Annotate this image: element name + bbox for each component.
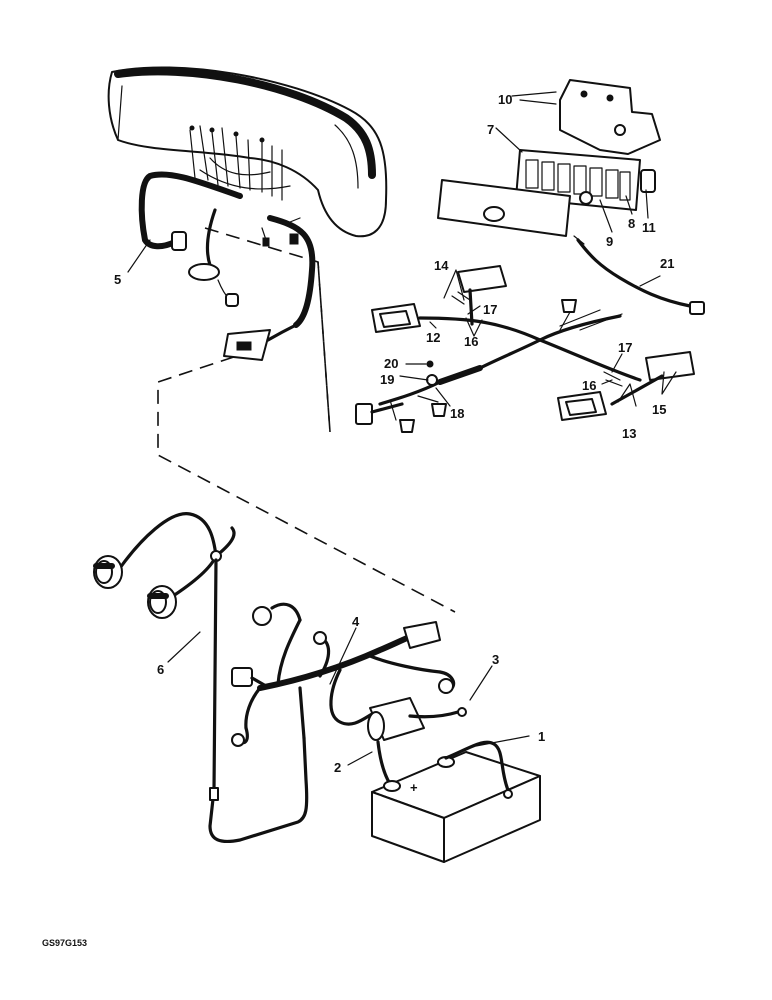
grommet [561,299,577,313]
small-plug-icon [225,293,239,307]
lamp-bracket-lower [645,351,695,381]
pressure-switch-icon [252,606,272,626]
callout-11: 11 [642,220,656,235]
callout-12: 12 [426,330,440,345]
panel-harness-5 [138,171,316,361]
relay-icon [231,667,253,687]
instrument-panel-hood [107,66,388,238]
battery-icon: + [371,751,541,863]
headlamp-left-icon [93,555,123,589]
callout-17-lower: 17 [618,340,632,355]
horn-switch-icon [438,678,454,694]
headlamp-right-icon [147,585,177,619]
callout-numbers: 1 2 3 4 5 6 7 8 9 10 11 12 13 14 15 16 1… [114,92,674,775]
lamp-bracket-upper [457,265,507,293]
callout-18: 18 [450,406,464,421]
cover-knob [483,206,505,222]
rear-lamp-harness [355,265,695,433]
callout-2: 2 [334,760,341,775]
callout-1: 1 [538,729,545,744]
panel-connector-left [171,231,187,251]
callout-7: 7 [487,122,494,137]
callout-9: 9 [606,234,613,249]
ring-terminal-3 [457,707,467,717]
fuse-box-assembly [437,79,661,237]
battery-negative-terminal [503,789,513,799]
starter-and-battery: + [367,697,541,863]
dashed-connection-guides [157,227,456,613]
callout-17-upper: 17 [483,302,497,317]
callout-4: 4 [352,614,360,629]
drawing-code: GS97G153 [42,938,87,948]
main-harness-4 [231,602,456,747]
fuse-box-cover [437,179,571,237]
callout-14: 14 [434,258,449,273]
callout-21: 21 [660,256,674,271]
callout-3: 3 [492,652,499,667]
battery-plus-symbol: + [410,780,418,795]
callout-5: 5 [114,272,121,287]
leader-lines [127,99,677,766]
callout-20: 20 [384,356,398,371]
fuse-clip [579,191,593,205]
panel-wire-bundle [189,125,291,201]
mounting-bracket [559,79,661,155]
fuse-block-end-cap [640,169,656,193]
callout-6: 6 [157,662,164,677]
callout-19: 19 [380,372,394,387]
fuse-slots [525,159,631,201]
cable-21 [573,235,705,315]
buzzer-icon [188,263,220,281]
sender-unit-icon [313,631,327,645]
callout-13: 13 [622,426,636,441]
screw-20 [426,360,434,368]
main-harness-connector [403,621,441,649]
callout-16-upper: 16 [464,334,478,349]
headlamp-harness-6 [93,512,309,844]
inline-connector [209,787,219,801]
callout-16-lower: 16 [582,378,596,393]
harness-end-connector [355,403,373,425]
lamp-socket-icon [231,733,245,747]
callout-8: 8 [628,216,635,231]
callout-10: 10 [498,92,512,107]
callout-15: 15 [652,402,666,417]
